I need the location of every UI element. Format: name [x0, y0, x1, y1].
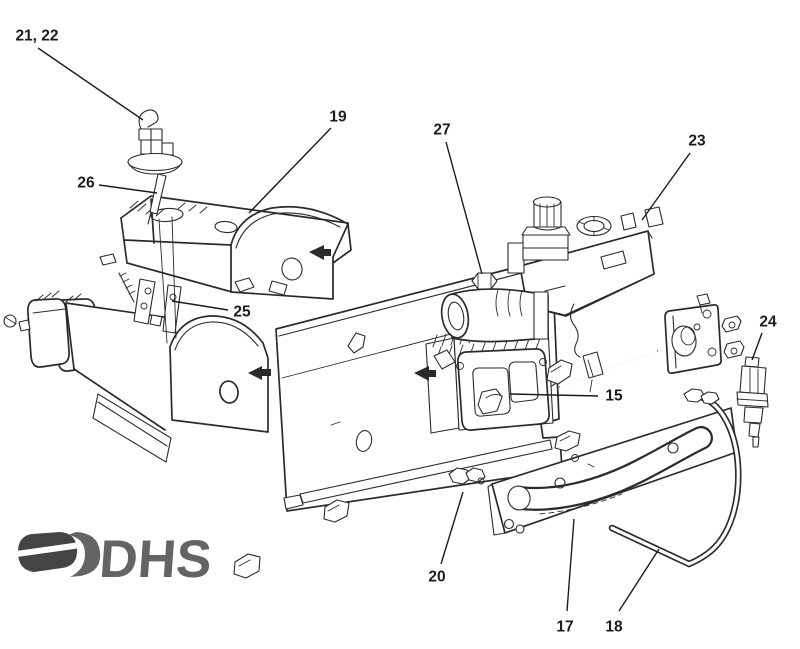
callout-label-25: 25 — [233, 304, 251, 321]
callout-label-27: 27 — [433, 122, 450, 139]
pilot-assembly — [127, 109, 183, 175]
flange-plate — [664, 293, 745, 375]
callout-label-20: 20 — [428, 569, 445, 586]
leader-line-17 — [566, 518, 575, 612]
leader-line-23 — [641, 152, 691, 221]
leader-line-25 — [171, 300, 229, 311]
callout-label-15: 15 — [605, 388, 623, 405]
pipe-fitting-nuts — [683, 388, 720, 405]
leader-line-18 — [618, 548, 660, 612]
lower-burner-box — [3, 290, 271, 463]
gas-rail-rod — [559, 350, 658, 388]
callout-label-17: 17 — [556, 619, 573, 636]
callout-layer: 21, 22 26 19 25 27 23 24 15 20 17 18 — [15, 28, 777, 636]
logo-crescent-icon — [68, 532, 101, 577]
leader-line-26 — [98, 184, 158, 194]
callout-label-18: 18 — [605, 619, 623, 636]
gas-pipe — [608, 394, 742, 568]
igniter — [736, 356, 769, 448]
electrode-rod — [147, 173, 177, 344]
pilot-hardware-cluster — [99, 253, 182, 334]
leader-line-24 — [751, 332, 763, 361]
leader-line-27 — [445, 141, 483, 275]
upper-burner-box — [120, 195, 352, 300]
burner-bracket-assembly — [414, 323, 573, 434]
union-fitting — [448, 467, 486, 485]
leader-line-15 — [509, 393, 599, 397]
leader-line-20 — [440, 491, 464, 565]
venturi-elbow — [440, 272, 549, 343]
brand-logo: DHS — [16, 530, 214, 589]
callout-label-26: 26 — [77, 175, 95, 192]
callout-label-21-22: 21, 22 — [15, 28, 58, 45]
logo-text: DHS — [98, 530, 214, 589]
callout-label-23: 23 — [688, 133, 706, 150]
leader-line-21-22 — [37, 47, 144, 121]
gas-valve — [507, 196, 664, 393]
leader-line-19 — [248, 127, 332, 214]
burner-tube-assembly — [487, 407, 738, 536]
callout-label-24: 24 — [759, 314, 777, 331]
callout-label-19: 19 — [329, 109, 347, 126]
